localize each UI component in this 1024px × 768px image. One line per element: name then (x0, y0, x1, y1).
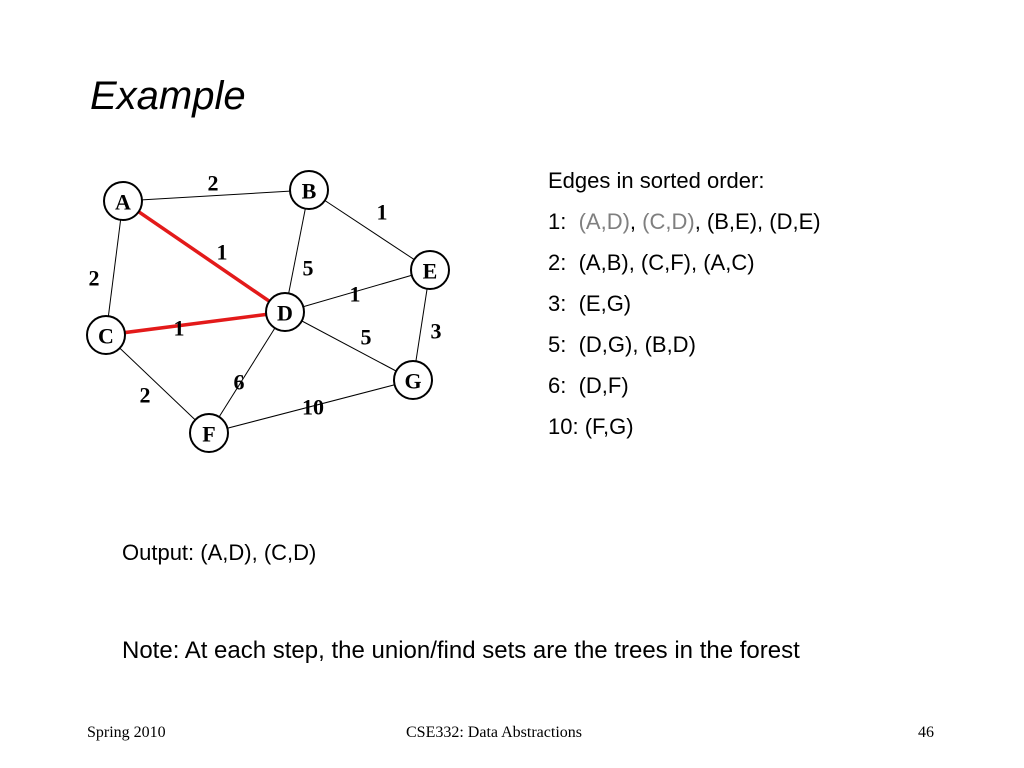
edge-list-row: 10: (F,G) (548, 406, 821, 447)
edge-list-heading: Edges in sorted order: (548, 168, 765, 193)
edge-list-weight: 5: (548, 332, 579, 357)
node-label-f: F (202, 422, 215, 447)
edge-weight-d-g: 5 (361, 325, 372, 350)
processed-edges: (C,D) (642, 209, 695, 234)
node-a: A (103, 181, 143, 221)
node-d: D (265, 292, 305, 332)
edge-list-edges: (F,G) (584, 414, 634, 439)
edge-weight-e-g: 3 (431, 319, 442, 344)
node-label-c: C (98, 324, 114, 349)
edge-weight-b-e: 1 (377, 200, 388, 225)
node-label-g: G (404, 369, 421, 394)
footer-date: Spring 2010 (87, 724, 166, 741)
node-circle-a (103, 181, 143, 221)
node-f: F (189, 413, 229, 453)
node-label-d: D (277, 301, 293, 326)
edge-list-weight: 1: (548, 209, 579, 234)
edge-a-c (105, 200, 124, 336)
edge-weight-a-c: 2 (89, 266, 100, 291)
node-label-e: E (423, 259, 438, 284)
edge-list-row: 1: (A,D), (C,D), (B,E), (D,E) (548, 201, 821, 242)
edge-weight-f-g: 10 (302, 395, 324, 420)
node-c: C (86, 315, 126, 355)
edge-list-edges: (D,F) (578, 373, 629, 398)
node-circle-b (289, 170, 329, 210)
edge-weight-d-e: 1 (350, 282, 361, 307)
edge-list-edges: (A,B), (C,F), (A,C) (578, 250, 755, 275)
edge-list-rows: 1: (A,D), (C,D), (B,E), (D,E)2: (A,B), (… (548, 201, 821, 447)
edge-f-g (208, 379, 414, 434)
edge-b-e (308, 189, 431, 271)
edge-weight-a-d: 1 (217, 240, 228, 265)
edge-weight-c-f: 2 (140, 383, 151, 408)
output-text: Output: (A,D), (C,D) (122, 540, 317, 565)
edge-list-edges: , (629, 209, 643, 234)
edge-list-weight: 3: (548, 291, 579, 316)
node-circle-f (189, 413, 229, 453)
slide-title: Example (90, 74, 246, 118)
node-circle-c (86, 315, 126, 355)
edge-a-b (122, 189, 310, 202)
edge-d-f (208, 311, 286, 434)
node-label-b: B (302, 179, 317, 204)
edge-b-d (284, 189, 310, 313)
node-g: G (393, 360, 433, 400)
node-label-a: A (115, 190, 131, 215)
footer-course: CSE332: Data Abstractions (406, 724, 582, 741)
edge-list-edges: (E,G) (578, 291, 632, 316)
edge-a-d (122, 199, 286, 314)
edge-d-e (284, 269, 431, 313)
nodes-layer: A B C D E F G (86, 170, 450, 453)
node-circle-g (393, 360, 433, 400)
edge-list-weight: 10: (548, 414, 585, 439)
edge-weight-d-f: 6 (234, 370, 245, 395)
node-b: B (289, 170, 329, 210)
edge-list-row: 6: (D,F) (548, 365, 821, 406)
edge-list-edges: (D,G), (B,D) (578, 332, 696, 357)
edge-list-row: 3: (E,G) (548, 283, 821, 324)
footer-page-number: 46 (918, 724, 934, 741)
edge-weight-b-d: 5 (303, 256, 314, 281)
edge-d-g (284, 311, 414, 381)
edge-list-edges: , (B,E), (D,E) (694, 209, 821, 234)
edge-list-row: 5: (D,G), (B,D) (548, 324, 821, 365)
node-e: E (410, 250, 450, 290)
note-text: Note: At each step, the union/find sets … (122, 637, 800, 664)
edge-weight-a-b: 2 (208, 171, 219, 196)
edge-c-d (105, 310, 286, 337)
edge-list-weight: 6: (548, 373, 579, 398)
edge-list-row: 2: (A,B), (C,F), (A,C) (548, 242, 821, 283)
processed-edges: (A,D) (578, 209, 630, 234)
edge-c-f (105, 334, 210, 434)
node-circle-d (265, 292, 305, 332)
sorted-edge-list: Edges in sorted order: 1: (A,D), (C,D), … (548, 160, 821, 447)
edge-weight-c-d: 1 (174, 316, 185, 341)
edge-list-weight: 2: (548, 250, 579, 275)
node-circle-e (410, 250, 450, 290)
